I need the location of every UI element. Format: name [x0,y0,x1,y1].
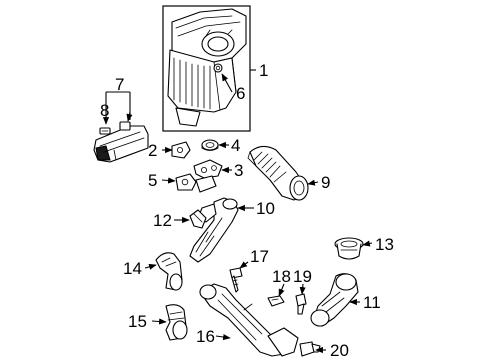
callout-20: 20 [330,341,349,360]
intake-duct-part-9 [247,145,309,201]
callout-16: 16 [196,327,215,346]
callout-14: 14 [123,259,142,278]
bracket-part-3 [193,159,223,179]
hose-part-10 [189,197,239,263]
bracket-part-2 [171,141,191,159]
mount-part-5 [175,173,217,193]
callout-6: 6 [236,84,245,103]
coupler-part-13 [334,237,364,260]
callout-4: 4 [231,136,240,155]
intake-tube-part-16 [199,283,299,357]
valve-part-19 [295,293,307,315]
callout-19: 19 [293,267,312,286]
callout-12: 12 [153,211,172,230]
hose-part-11 [310,273,359,327]
clamp-part-12 [189,209,207,229]
callout-17: 17 [250,247,269,266]
callout-labels: 1 6 7 8 2 4 3 5 9 10 12 13 17 14 18 19 1… [100,61,394,360]
sensor-part-18 [267,295,285,307]
bolt-part-17 [229,267,243,293]
callout-13: 13 [375,235,394,254]
callout-5: 5 [148,171,157,190]
assembly-frame [162,5,251,132]
air-cleaner-assembly [162,5,251,132]
callout-3: 3 [234,161,243,180]
leader-lines [102,69,373,354]
callout-9: 9 [321,173,330,192]
callout-10: 10 [256,199,275,218]
short-hose-part-15 [165,304,188,341]
callout-15: 15 [128,312,147,331]
callout-2: 2 [148,141,157,160]
grommet-part-4 [201,139,219,151]
callout-8: 8 [100,101,109,120]
callout-7: 7 [115,75,124,94]
resonator-part-7 [93,121,149,163]
callout-18: 18 [272,267,291,286]
elbow-hose-part-14 [155,252,183,291]
callout-11: 11 [363,293,381,312]
callout-1: 1 [259,61,268,80]
clip-part-20 [299,341,321,357]
